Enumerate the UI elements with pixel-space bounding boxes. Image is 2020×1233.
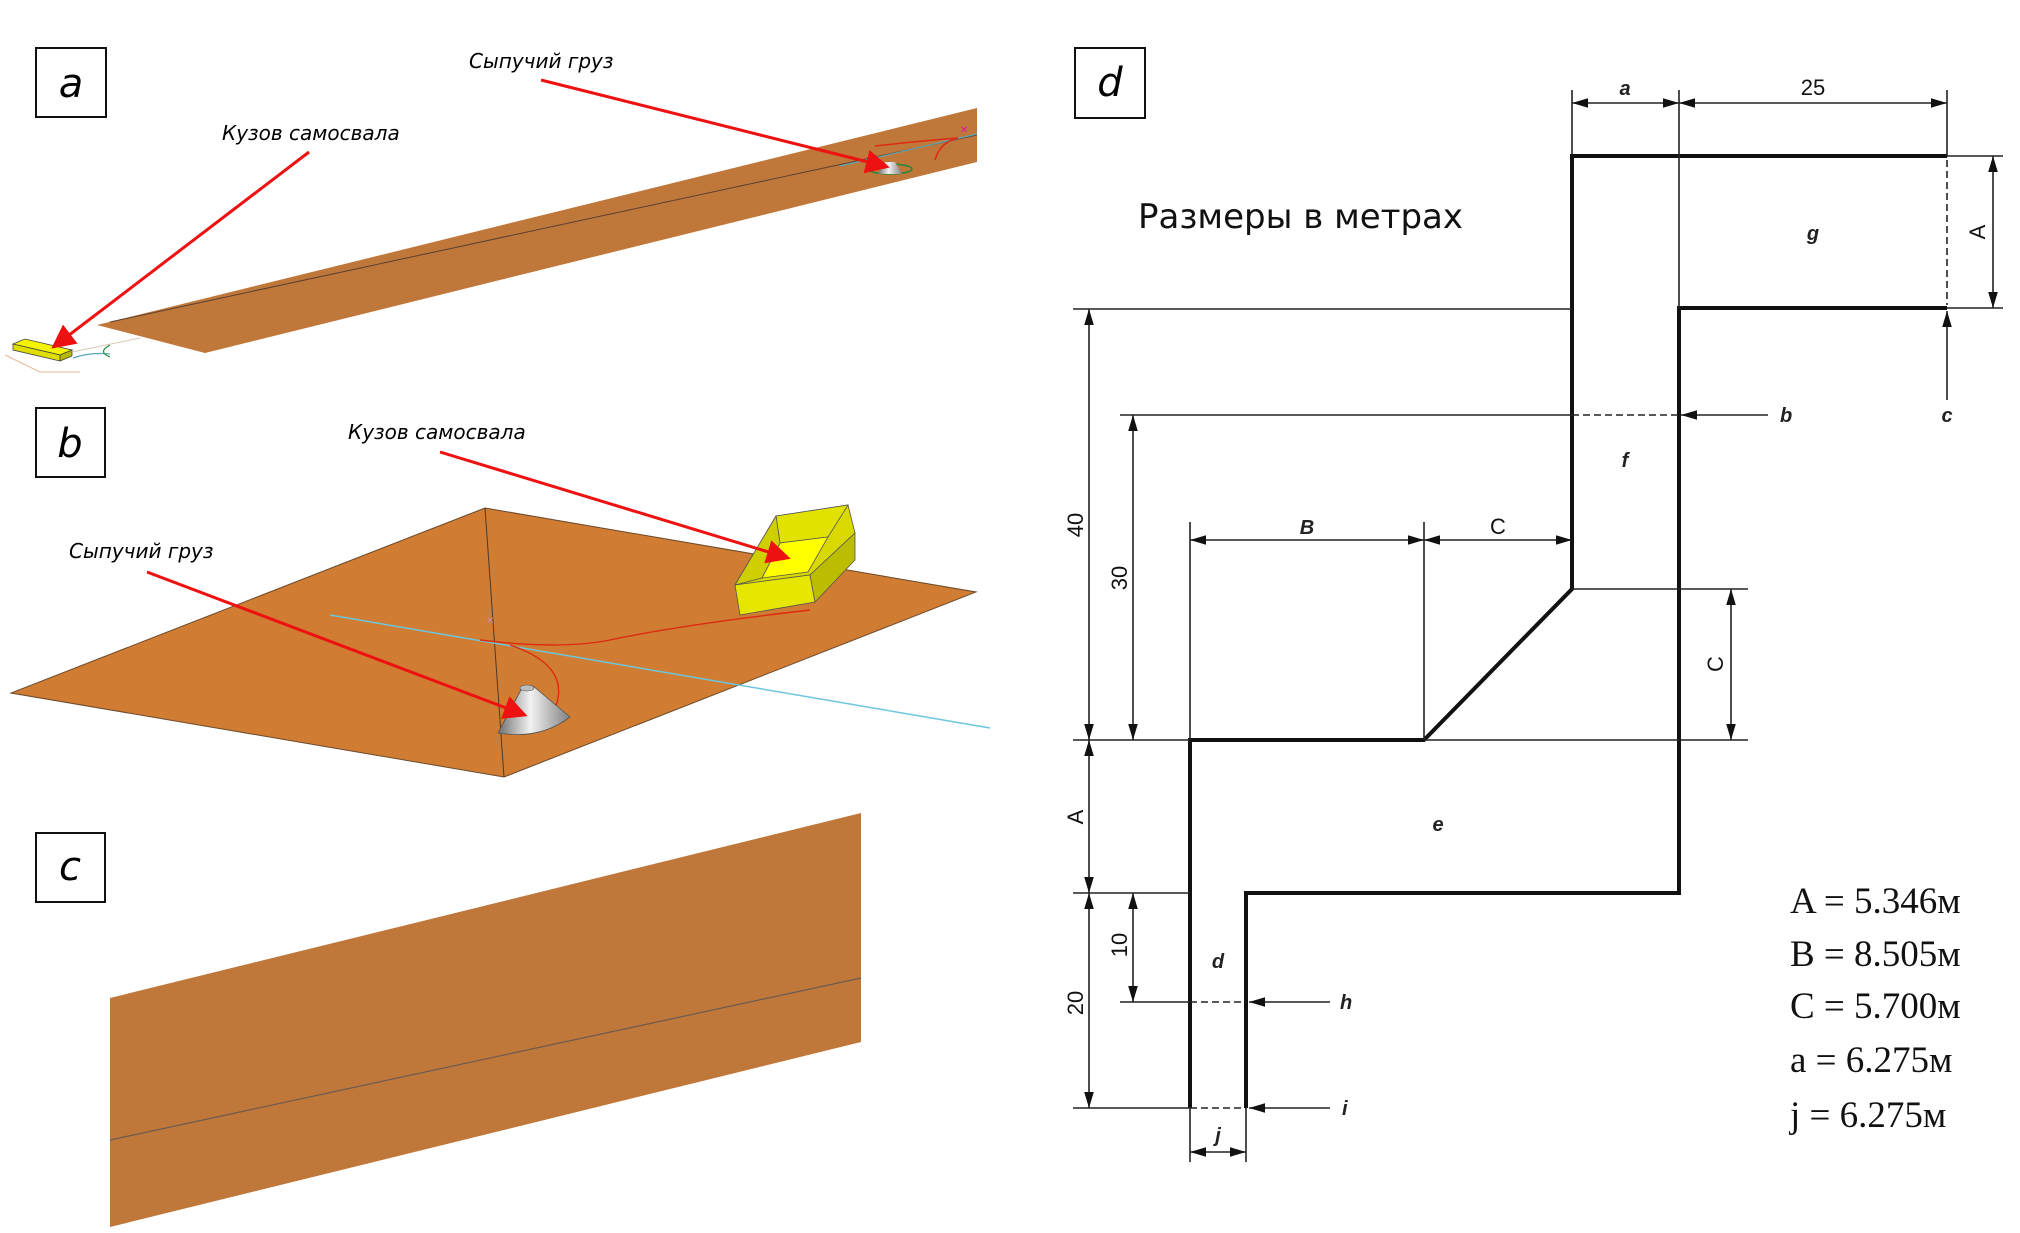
dimension-lines <box>1084 98 1998 1157</box>
panel-b-callout-arrow-bulk-cargo <box>146 570 528 719</box>
panel-a-ground-axis <box>4 354 80 373</box>
legend-item-A: A = 5.346м <box>1790 881 1961 922</box>
panel-a-callout-dump-body: Кузов самосвала <box>222 121 400 145</box>
legend-item-B: B = 8.505м <box>1790 934 1961 975</box>
panel-a-callout-bulk-cargo: Сыпучий груз <box>469 49 614 73</box>
panel-b-trajectory <box>479 609 811 646</box>
panel-a: a ✕ Кузов самосвала Сыпучий груз <box>4 47 978 373</box>
panel-b-callout-dump-body: Кузов самосвала <box>348 420 526 444</box>
panel-b-label: b <box>57 421 82 467</box>
dim-label-40: 40 <box>1063 513 1088 537</box>
dim-label-25: 25 <box>1801 75 1825 100</box>
panel-b-bulk-cargo-cone <box>497 684 571 736</box>
panel-b-trajectory-2 <box>509 644 560 707</box>
panel-b-callout-bulk-cargo: Сыпучий груз <box>69 539 214 563</box>
panel-a-label-box <box>35 47 107 118</box>
panel-b-label-box <box>35 407 106 478</box>
units-note: Размеры в метрах <box>1138 197 1463 237</box>
panel-a-centerline <box>109 134 978 323</box>
dim-label-j: j <box>1212 1125 1221 1147</box>
panel-b: b ✕ Кузов самосвала Сыпучий груз <box>9 407 991 778</box>
panel-b-callout-arrow-dump-body <box>439 450 791 564</box>
panel-a-trajectory-2 <box>934 137 959 161</box>
legend-item-j: j = 6.275м <box>1788 1095 1946 1136</box>
dimension-legend: A = 5.346м B = 8.505м C = 5.700м a = 6.2… <box>1788 881 1961 1136</box>
extension-lines <box>1073 90 2003 1162</box>
panel-c-label-box <box>35 832 106 903</box>
panel-a-label: a <box>59 61 84 107</box>
zone-label-d: d <box>1212 951 1225 973</box>
dim-label-10: 10 <box>1107 933 1132 957</box>
panel-d-label: d <box>1097 60 1123 106</box>
dim-label-B: B <box>1300 517 1314 539</box>
dim-label-20: 20 <box>1063 991 1088 1015</box>
panel-a-axis-marker-icon: ✕ <box>960 125 968 136</box>
legend-item-C: C = 5.700м <box>1790 986 1961 1027</box>
panel-c-label: c <box>59 844 81 890</box>
dim-label-A-left: A <box>1063 809 1088 824</box>
zone-label-e: e <box>1432 814 1443 836</box>
section-label-h: h <box>1340 992 1352 1014</box>
panel-a-dump-body <box>11 338 74 362</box>
zone-label-f: f <box>1622 450 1631 472</box>
panel-a-road-surface <box>97 108 977 353</box>
panel-d-label-box <box>1074 47 1146 119</box>
panel-a-curve <box>72 352 111 359</box>
panel-c: c <box>35 813 862 1227</box>
panel-a-callout-arrow-dump-body <box>51 150 310 349</box>
panel-d: d Размеры в метрах <box>1063 47 2003 1162</box>
section-label-c: c <box>1941 405 1952 427</box>
dim-label-a: a <box>1619 78 1630 100</box>
panel-a-arc <box>102 344 111 358</box>
section-label-i: i <box>1342 1098 1348 1120</box>
panel-a-trajectory <box>874 137 959 147</box>
panel-c-wall-surface <box>110 813 861 1227</box>
panel-b-axis-marker-icon: ✕ <box>486 616 494 627</box>
drawing-outline <box>1188 154 1947 1108</box>
panel-a-guide-line <box>71 337 141 353</box>
panel-b-axis-line <box>329 614 991 729</box>
dim-label-C-vertical: C <box>1703 656 1728 672</box>
legend-item-a: a = 6.275м <box>1790 1040 1952 1081</box>
zone-label-g: g <box>1806 223 1819 245</box>
section-label-b: b <box>1780 405 1792 427</box>
dim-label-A-right: A <box>1965 224 1990 239</box>
dim-label-C-horizontal: C <box>1490 514 1506 539</box>
panel-a-callout-arrow-bulk-cargo <box>540 78 890 174</box>
panel-c-centerline <box>109 977 862 1141</box>
dim-label-30: 30 <box>1107 566 1132 590</box>
